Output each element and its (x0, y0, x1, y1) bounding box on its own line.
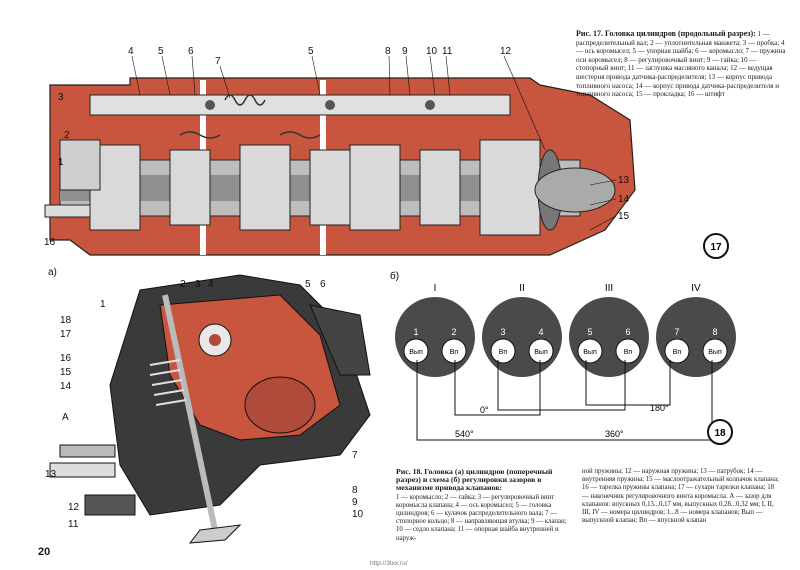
svg-text:11: 11 (68, 519, 79, 530)
callout-1: 1 (58, 157, 64, 168)
svg-text:12: 12 (68, 502, 80, 513)
svg-text:17: 17 (60, 329, 72, 340)
cylinder-number: I (434, 283, 437, 294)
valve-marker (528, 338, 554, 364)
valve-marker (615, 338, 641, 364)
figure-18-caption: Рис. 18. Головка (а) цилиндров (поперечн… (396, 467, 786, 563)
figure-18a-section: а) А 1 2 3 4 5 6 18 17 16 15 14 13 12 11… (45, 267, 371, 544)
valve-number: 8 (712, 327, 717, 337)
figure-18-legend-col2: ной пружины; 12 — наружная пружина; 13 —… (582, 468, 779, 525)
svg-text:18: 18 (60, 315, 72, 326)
valve-type: Вып (409, 349, 423, 356)
svg-text:1: 1 (100, 299, 106, 310)
label-a: а) (48, 267, 57, 278)
callout-5b: 5 (308, 46, 314, 57)
callout-4: 4 (128, 46, 134, 57)
callout-14: 14 (618, 194, 630, 205)
label-A-clearance: А (62, 412, 69, 423)
cylinder-number: IV (691, 283, 701, 294)
valve-marker (441, 338, 467, 364)
svg-text:3: 3 (195, 279, 201, 290)
svg-text:6: 6 (320, 279, 326, 290)
page-number: 20 (38, 546, 51, 558)
svg-text:8: 8 (352, 485, 358, 496)
callout-8: 8 (385, 46, 391, 57)
svg-text:360°: 360° (605, 429, 624, 439)
valve-marker (490, 338, 516, 364)
valve-type: Вып (708, 349, 722, 356)
label-b: б) (390, 270, 399, 282)
figure-18-title: Рис. 18. Головка (а) цилиндров (поперечн… (396, 467, 553, 493)
callout-5a: 5 (158, 46, 164, 57)
callout-16: 16 (44, 237, 56, 248)
valve-type: Вп (673, 349, 682, 356)
valve-number: 1 (413, 327, 418, 337)
valve-type: Вп (499, 349, 508, 356)
callout-10: 10 (426, 46, 438, 57)
valve-marker (577, 338, 603, 364)
svg-text:2: 2 (180, 279, 186, 290)
valve-marker (403, 338, 429, 364)
callout-7: 7 (215, 56, 221, 67)
figure-18-badge: 18 (707, 419, 733, 445)
figure-18b-diagram: б) I1Вып2ВпII3Вп4ВыпIII5Вып6ВпIV7Вп8Вып … (390, 270, 736, 441)
svg-text:18: 18 (714, 428, 726, 439)
svg-text:17: 17 (710, 242, 722, 253)
svg-text:7: 7 (352, 450, 358, 461)
figure-17-badge: 17 (703, 233, 729, 259)
callout-2: 2 (64, 130, 70, 141)
figure-18-legend-col1: 1 — коромысло; 2 — гайка; 3 — регулирово… (396, 493, 567, 542)
svg-text:180°: 180° (650, 403, 669, 413)
svg-text:16: 16 (60, 353, 72, 364)
cylinder-number: II (519, 283, 525, 294)
svg-text:0°: 0° (480, 405, 489, 415)
valve-number: 3 (500, 327, 505, 337)
callout-13: 13 (618, 175, 630, 186)
valve-number: 5 (587, 327, 592, 337)
callout-12: 12 (500, 46, 512, 57)
figure-17-section: 1 2 3 4 5 6 7 5 8 9 10 11 12 13 14 15 16 (44, 46, 636, 256)
callout-11: 11 (442, 46, 453, 57)
valve-marker (702, 338, 728, 364)
figure-17-title: Рис. 17. Головка цилиндров (продольный р… (576, 29, 756, 38)
svg-text:5: 5 (305, 279, 311, 290)
svg-text:540°: 540° (455, 429, 474, 439)
svg-text:15: 15 (60, 367, 72, 378)
valve-number: 4 (538, 327, 543, 337)
valve-number: 7 (674, 327, 679, 337)
svg-text:14: 14 (60, 381, 72, 392)
figure-17-legend: 1 — распределительный вал; 2 — уплотните… (576, 30, 786, 99)
callout-3: 3 (58, 92, 64, 103)
svg-text:10: 10 (352, 509, 364, 520)
valve-type: Вп (450, 349, 459, 356)
callout-6: 6 (188, 46, 194, 57)
valve-type: Вып (534, 349, 548, 356)
callout-9: 9 (402, 46, 408, 57)
cylinder-number: III (605, 283, 613, 294)
svg-text:4: 4 (208, 279, 214, 290)
valve-number: 6 (625, 327, 630, 337)
svg-text:9: 9 (352, 497, 358, 508)
callout-15: 15 (618, 211, 630, 222)
svg-text:13: 13 (45, 469, 57, 480)
valve-type: Вп (624, 349, 633, 356)
watermark-url: http://3txx.ru/ (370, 560, 408, 567)
valve-marker (664, 338, 690, 364)
figure-17-caption: Рис. 17. Головка цилиндров (продольный р… (576, 29, 788, 99)
valve-number: 2 (451, 327, 456, 337)
valve-type: Вып (583, 349, 597, 356)
